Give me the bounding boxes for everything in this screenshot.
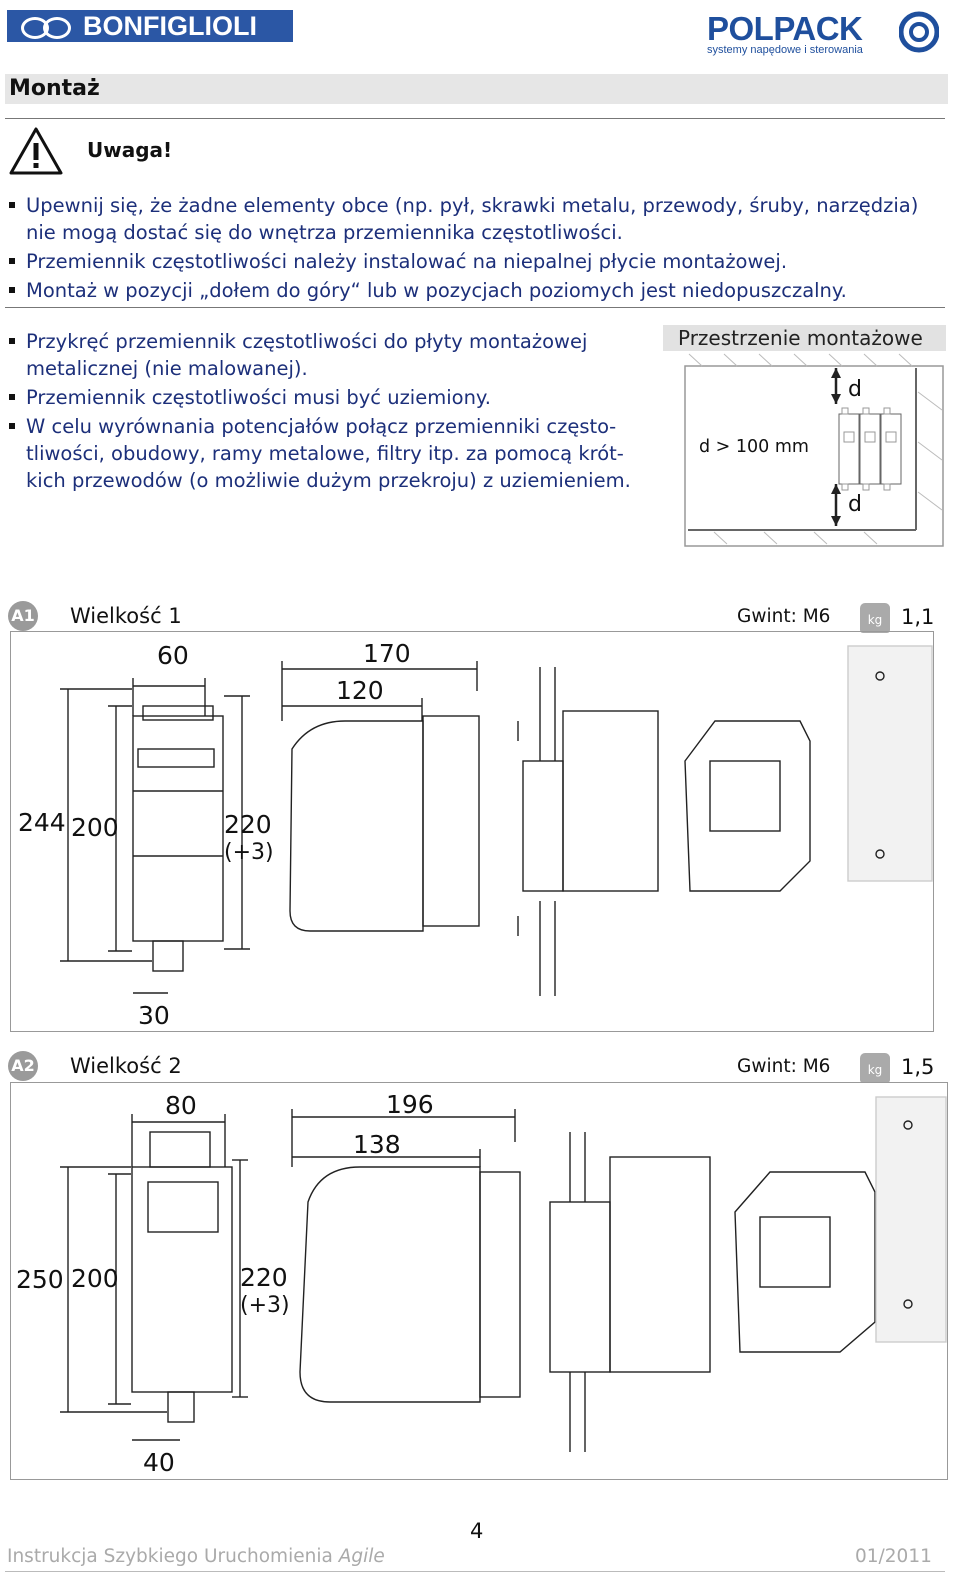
list-item: Przemiennik częstotliwości musi być uzie…: [9, 384, 639, 411]
footer-divider: [5, 1571, 945, 1572]
mounting-list: Przykręć przemiennik częstotliwości do p…: [9, 328, 639, 494]
thread-label: Gwint: M6: [737, 606, 831, 627]
size-badge: A2: [8, 1051, 38, 1081]
dim-mount-height: 220: [240, 1263, 288, 1292]
dim-height: 200: [71, 813, 119, 842]
space-title-bar: [663, 325, 946, 351]
size-label: Wielkość 1: [70, 604, 182, 628]
dim-mount-height: 220: [224, 810, 272, 839]
space-note: d > 100 mm: [699, 437, 809, 457]
dim-bottom: 30: [138, 1001, 170, 1030]
warning-title: Uwaga!: [87, 138, 173, 162]
mounting-space-diagram: [684, 353, 944, 547]
dim-height: 200: [71, 1264, 119, 1293]
footer-date: 01/2011: [855, 1546, 932, 1567]
size-badge: A1: [8, 601, 38, 631]
space-d-top: d: [848, 377, 862, 402]
weight-value: 1,1: [901, 605, 935, 629]
brand-right: POLPACK: [707, 10, 863, 47]
size-2-drawing: [10, 1082, 948, 1480]
dim-width: 60: [157, 641, 189, 670]
size-1-views: [60, 645, 933, 996]
dim-depth-total: 170: [363, 639, 411, 668]
thread-label: Gwint: M6: [737, 1056, 831, 1077]
list-item: Upewnij się, że żadne elementy obce (np.…: [9, 192, 949, 246]
warning-list: Upewnij się, że żadne elementy obce (np.…: [9, 192, 949, 304]
warning-triangle-icon: [9, 127, 63, 175]
list-item: Montaż w pozycji „dołem do góry“ lub w p…: [9, 277, 949, 304]
list-item: W celu wyrównania potencjałów połącz prz…: [9, 413, 639, 494]
brand-right-tagline: systemy napędowe i sterowania: [707, 44, 863, 56]
footer-product: Agile: [338, 1546, 385, 1567]
dim-depth: 138: [353, 1130, 401, 1159]
brand-left: BONFIGLIOLI: [83, 10, 257, 41]
bonfiglioli-logo: BONFIGLIOLI: [7, 10, 293, 42]
size-2-views: [60, 1096, 947, 1452]
polpack-logo: POLPACK systemy napędowe i sterowania: [707, 10, 939, 66]
footer-title: Instrukcja Szybkiego Uruchomienia: [7, 1546, 333, 1567]
weight-value: 1,5: [901, 1055, 935, 1079]
weight-icon: kg: [860, 1053, 890, 1083]
dim-bottom: 40: [143, 1448, 175, 1477]
size-label: Wielkość 2: [70, 1054, 182, 1078]
dim-mount-tolerance: (+3): [240, 1293, 290, 1318]
dim-height-total: 244: [18, 808, 66, 837]
section-bar: [5, 74, 948, 104]
space-title: Przestrzenie montażowe: [678, 326, 923, 350]
dim-mount-tolerance: (+3): [224, 840, 274, 865]
weight-icon: kg: [860, 603, 890, 633]
list-item: Przemiennik częstotliwości należy instal…: [9, 248, 949, 275]
dim-width: 80: [165, 1091, 197, 1120]
footer-doc-title: Instrukcja Szybkiego Uruchomienia Agile: [7, 1546, 385, 1567]
page-number: 4: [470, 1519, 484, 1543]
list-item: Przykręć przemiennik częstotliwości do p…: [9, 328, 639, 382]
space-d-bottom: d: [848, 492, 862, 517]
bonfiglioli-mark-icon: [21, 14, 77, 39]
polpack-swirl-icon: [899, 11, 939, 53]
section-title: Montaż: [9, 76, 100, 101]
size-1-drawing: [10, 631, 934, 1032]
dim-height-total: 250: [16, 1265, 64, 1294]
dim-depth-total: 196: [386, 1090, 434, 1119]
dim-depth: 120: [336, 676, 384, 705]
divider: [5, 307, 945, 308]
divider: [5, 118, 945, 119]
